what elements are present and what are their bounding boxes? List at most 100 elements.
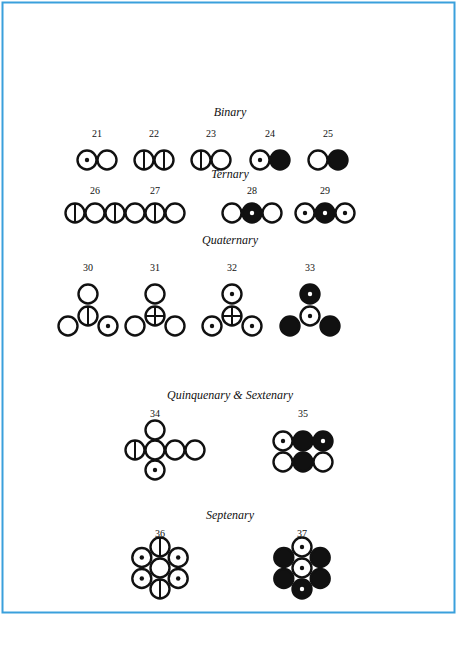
atom-dot [323,211,327,215]
atom-circle [135,151,154,170]
figure-number: 23 [206,129,216,139]
atom-circle [106,204,125,223]
figure-number: 25 [323,129,333,139]
atom-circle [296,204,315,223]
atom-dot [300,545,304,549]
atom-dot [258,158,262,162]
atom-circle [99,317,118,336]
atom-bar [163,151,165,170]
atom-dot [321,439,325,443]
atom-circle [146,461,165,480]
atom-circle [186,441,205,460]
atom-circle [166,441,185,460]
atom-circle [223,285,242,304]
atom-circle [293,580,312,599]
atom-circle [336,204,355,223]
atom-bar [74,204,76,223]
atom-circle [79,285,98,304]
group-heading: Quinquenary & Sextenary [167,389,293,401]
atom-circle [146,441,165,460]
atom-circle [146,204,165,223]
atom-dot [300,566,304,570]
atom-circle [223,307,242,326]
group-heading: Binary [214,106,247,118]
atom-bar [200,151,202,170]
atom-dot [140,576,144,580]
atom-circle [293,538,312,557]
atom-circle [79,307,98,326]
atom-circle [126,204,145,223]
atom-circle [169,569,188,588]
atom-dot [308,314,312,318]
group-heading: Septenary [206,509,254,521]
atom-dot [176,576,180,580]
atom-circle [301,307,320,326]
atom-circle [223,204,242,223]
atom-dot [303,211,307,215]
atom-bar [146,315,165,317]
atom-circle [78,151,97,170]
atom-circle [243,317,262,336]
atom-circle [98,151,117,170]
atom-dot [343,211,347,215]
atom-circle [212,151,231,170]
atom-circle [311,569,330,588]
figure-number: 28 [247,186,257,196]
figure-number: 33 [305,263,315,273]
figure-number: 32 [227,263,237,273]
figure-number: 37 [297,529,307,539]
atom-bar [159,580,161,599]
atom-circle [274,569,293,588]
figure-number: 31 [150,263,160,273]
atom-circle [329,151,348,170]
figure-number: 35 [298,409,308,419]
atom-circle [66,204,85,223]
atom-circle [146,285,165,304]
atom-bar [159,538,161,557]
atom-circle [192,151,211,170]
atom-circle [146,421,165,440]
atom-circle [281,317,300,336]
atom-circle [243,204,262,223]
atom-circle [155,151,174,170]
atom-circle [294,432,313,451]
group-heading: Quaternary [202,234,258,246]
atom-circle [132,569,151,588]
atom-dot [300,587,304,591]
atom-dot [85,158,89,162]
atom-circle [274,548,293,567]
atom-circle [274,453,293,472]
figure-number: 24 [265,129,275,139]
atom-dot [176,555,180,559]
figure-number: 26 [90,186,100,196]
atom-circle [274,432,293,451]
group-heading: Ternary [211,168,249,180]
atom-circle [166,317,185,336]
figure-number: 21 [92,129,102,139]
atom-dot [250,324,254,328]
atom-circle [126,441,145,460]
atom-bar [154,204,156,223]
plate-frame [3,3,455,613]
atom-circle [146,307,165,326]
atom-bar [223,315,242,317]
atom-dot [140,555,144,559]
atom-dot [210,324,214,328]
figure-number: 29 [320,186,330,196]
atom-circle [86,204,105,223]
atom-dot [281,439,285,443]
atom-dot [250,211,254,215]
atom-circle [309,151,328,170]
atom-circle [301,285,320,304]
atom-circle [251,151,270,170]
figure-number: 30 [83,263,93,273]
atom-circle [311,548,330,567]
atom-circle [316,204,335,223]
figure-number: 27 [150,186,160,196]
atom-circle [314,432,333,451]
atom-circle [294,453,313,472]
atom-circle [271,151,290,170]
atom-circle [59,317,78,336]
